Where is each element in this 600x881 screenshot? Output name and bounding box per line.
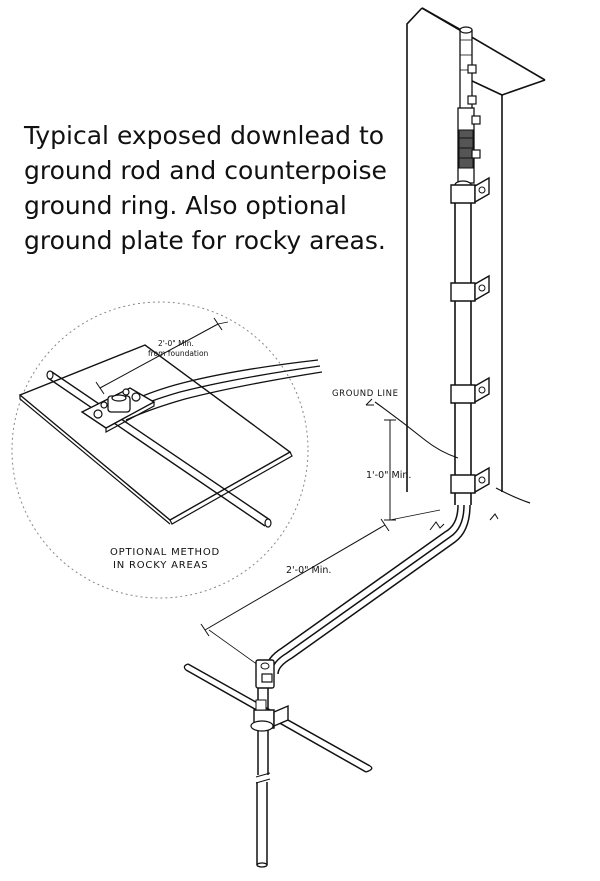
conduit-strap-1 (450, 176, 490, 204)
inset-note-line-2: IN ROCKY AREAS (113, 560, 208, 571)
caption-line-1: Typical exposed downlead to (24, 121, 385, 150)
height-dimension-label: 1'-0" Min. (366, 470, 411, 481)
rod-clamp-lower (250, 699, 289, 732)
ground-line-label: GROUND LINE (332, 389, 399, 399)
building-wall (406, 7, 546, 504)
conduit-strap-4 (450, 466, 490, 494)
caption-line-2: ground rod and counterpoise (24, 156, 387, 185)
conduit-strap-3 (450, 376, 490, 404)
inset-dimension (95, 317, 229, 395)
conduit-strap-2 (450, 274, 490, 302)
ground-conductor (265, 504, 471, 675)
ground-plate (18, 344, 293, 525)
inset-note-line-1: OPTIONAL METHOD (110, 547, 220, 558)
diagram-caption: Typical exposed downlead to ground rod a… (24, 118, 414, 258)
air-terminal (459, 26, 477, 111)
caption-line-4: ground plate for rocky areas. (24, 226, 386, 255)
downlead-coupling (457, 107, 481, 184)
conduit (454, 180, 472, 505)
ground-line (365, 398, 499, 531)
inset-plate-connector (80, 387, 156, 434)
inset-dimension-label-1: 2'-0" Min. (158, 339, 194, 348)
caption-line-3: ground ring. Also optional (24, 191, 347, 220)
height-dimension (384, 419, 441, 521)
inset-ground-bar (46, 370, 272, 528)
ground-rod (255, 660, 271, 868)
rocky-area-inset (11, 301, 323, 599)
inset-dimension-label-2: from foundation (148, 349, 209, 358)
rod-clamp-upper (255, 659, 275, 689)
distance-dimension-label: 2'-0" Min. (286, 565, 331, 576)
